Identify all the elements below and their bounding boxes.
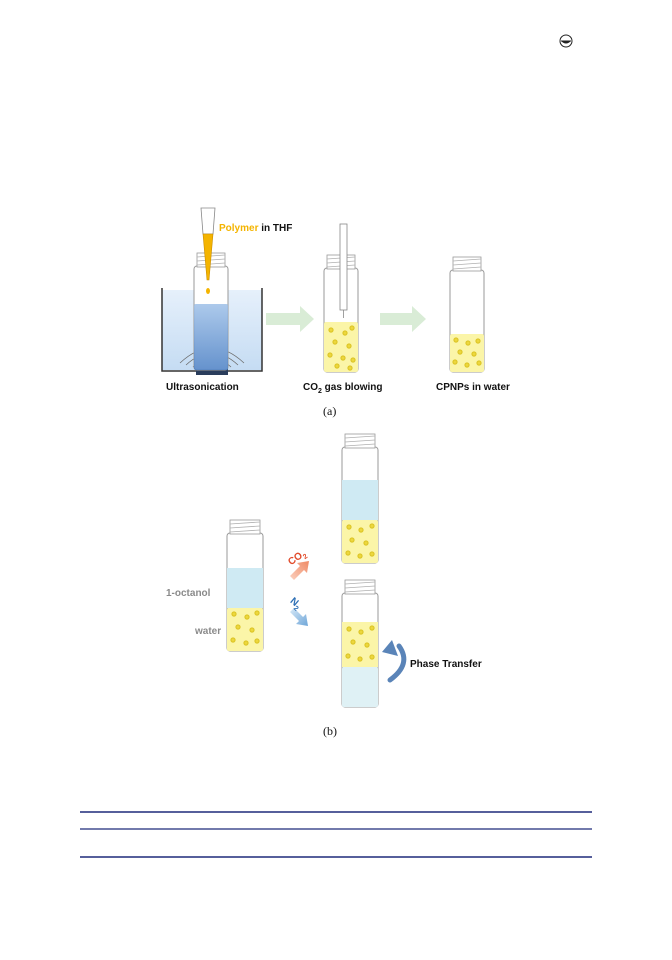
nanoparticle bbox=[369, 551, 375, 557]
nanoparticle bbox=[347, 365, 353, 371]
nanoparticle bbox=[453, 337, 459, 343]
nanoparticle bbox=[452, 359, 458, 365]
label-1-octanol: 1-octanol bbox=[166, 588, 211, 599]
phase-transfer-arrow bbox=[382, 640, 407, 683]
nanoparticle bbox=[345, 653, 351, 659]
nanoparticle bbox=[235, 624, 241, 630]
arrow-step-2 bbox=[380, 306, 426, 332]
polymer-drop bbox=[206, 288, 210, 294]
nanoparticle bbox=[346, 626, 352, 632]
vial-solution bbox=[194, 304, 228, 370]
label-co2-gas-blowing: CO2 gas blowing bbox=[303, 382, 382, 395]
vial-co2 bbox=[323, 223, 359, 373]
nanoparticle bbox=[358, 629, 364, 635]
nanoparticle bbox=[328, 327, 334, 333]
vial-sonication bbox=[193, 252, 229, 371]
octanol-top bbox=[342, 480, 378, 520]
particle-layer-2 bbox=[324, 322, 358, 372]
panel-b: 1-octanol water CO2 N2 bbox=[166, 433, 482, 738]
nanoparticle bbox=[349, 325, 355, 331]
nanoparticle bbox=[340, 355, 346, 361]
nanoparticle bbox=[345, 550, 351, 556]
table-rules bbox=[80, 811, 592, 858]
vial-two-phase bbox=[226, 519, 264, 652]
vial-after-co2 bbox=[341, 433, 379, 564]
nanoparticle bbox=[357, 656, 363, 662]
water-layer bbox=[227, 608, 263, 651]
water-bottom bbox=[342, 667, 378, 707]
label-cpnps-in-water: CPNPs in water bbox=[436, 382, 510, 393]
vial-cpnps bbox=[449, 256, 485, 373]
nanoparticle bbox=[476, 360, 482, 366]
n2-arrow: N2 bbox=[286, 596, 308, 626]
nanoparticle bbox=[471, 351, 477, 357]
nanoparticle bbox=[346, 524, 352, 530]
caption-a: (a) bbox=[323, 404, 336, 418]
pipette bbox=[200, 207, 216, 294]
transducer bbox=[196, 369, 228, 375]
arrow-step-1 bbox=[266, 306, 314, 332]
nanoparticle bbox=[342, 330, 348, 336]
nanoparticle bbox=[350, 639, 356, 645]
nanoparticle bbox=[364, 642, 370, 648]
label-n2: N2 bbox=[286, 596, 303, 613]
gas-tube bbox=[339, 223, 348, 311]
nanoparticle bbox=[465, 340, 471, 346]
nanoparticle bbox=[327, 352, 333, 358]
label-phase-transfer: Phase Transfer bbox=[410, 659, 482, 670]
nanoparticle bbox=[369, 654, 375, 660]
nanoparticle bbox=[457, 349, 463, 355]
nanoparticle bbox=[349, 537, 355, 543]
nanoparticle bbox=[254, 638, 260, 644]
logo-icon bbox=[559, 34, 573, 48]
nanoparticle bbox=[231, 611, 237, 617]
nanoparticle bbox=[363, 540, 369, 546]
nanoparticle bbox=[249, 627, 255, 633]
vial-after-n2 bbox=[341, 579, 379, 708]
label-water: water bbox=[194, 626, 221, 637]
panel-a: Polymer in THF Ultrasonication CO2 gas b… bbox=[161, 207, 510, 418]
octanol-layer bbox=[227, 568, 263, 608]
particle-layer-3 bbox=[450, 334, 484, 372]
nanoparticle bbox=[369, 625, 375, 631]
nanoparticle bbox=[243, 640, 249, 646]
label-polymer-in-thf: Polymer in THF bbox=[219, 223, 292, 234]
nanoparticle bbox=[254, 610, 260, 616]
particles-in-water bbox=[342, 520, 378, 563]
nanoparticle bbox=[464, 362, 470, 368]
nanoparticle bbox=[475, 338, 481, 344]
nanoparticle bbox=[346, 343, 352, 349]
nanoparticle bbox=[332, 339, 338, 345]
co2-arrow: CO2 bbox=[286, 550, 309, 580]
label-ultrasonication: Ultrasonication bbox=[166, 382, 239, 393]
caption-b: (b) bbox=[323, 724, 337, 738]
nanoparticle bbox=[244, 614, 250, 620]
nanoparticle bbox=[230, 637, 236, 643]
nanoparticle bbox=[357, 553, 363, 559]
nanoparticle bbox=[369, 523, 375, 529]
nanoparticle bbox=[350, 357, 356, 363]
nanoparticle bbox=[358, 527, 364, 533]
nanoparticle bbox=[334, 363, 340, 369]
